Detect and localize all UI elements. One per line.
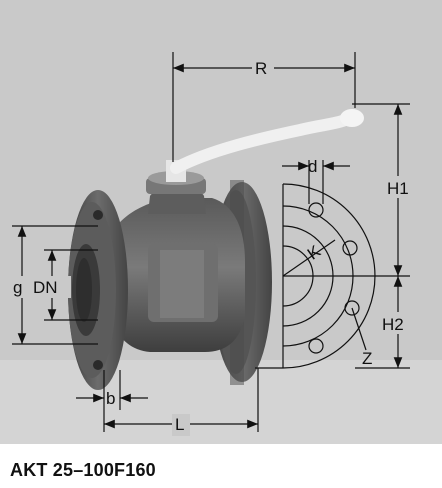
left-flange [68,190,128,390]
label-h1: H1 [387,179,409,198]
label-z: Z [362,349,372,368]
z-leader [351,307,367,351]
label-d: d [308,157,317,176]
floor-shadow [0,360,442,444]
bolt-hole [308,338,324,354]
valve-body [112,171,245,352]
label-g: g [13,278,22,297]
bolt-hole [342,240,358,256]
bolt-hole [308,202,324,218]
dimension-labels: R H1 H2 d K Z g DN b L [11,56,414,436]
label-b: b [106,389,115,408]
label-dn: DN [33,278,58,297]
bolt-hole [344,300,360,316]
label-r: R [255,59,267,78]
label-l: L [175,415,184,434]
lever-handle [166,109,364,182]
label-h2: H2 [382,315,404,334]
model-caption: AKT 25–100F160 [10,460,156,480]
